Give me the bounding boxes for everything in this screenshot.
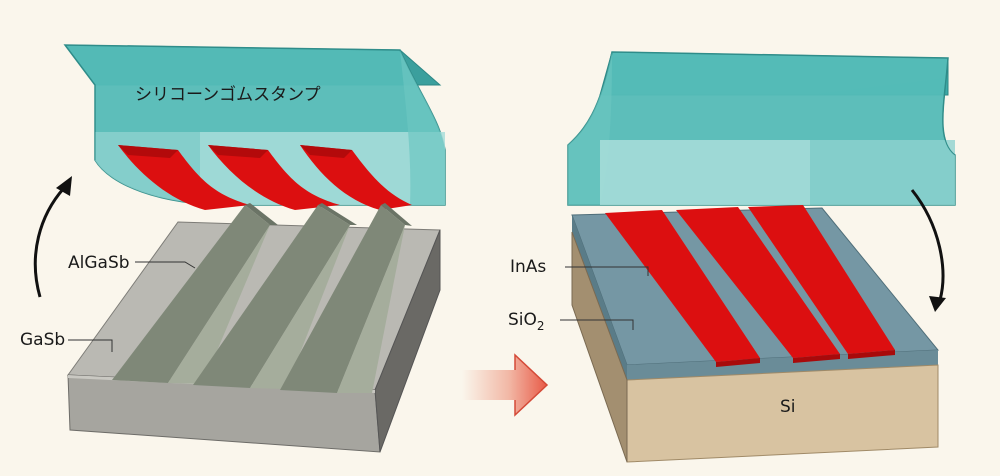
right-arrow-icon bbox=[462, 353, 549, 417]
algasb-leader bbox=[135, 261, 196, 269]
transferred-inas-strips bbox=[605, 205, 895, 367]
si-label: Si bbox=[780, 397, 796, 417]
inas-leader bbox=[565, 266, 649, 276]
curved-up-arrow-icon bbox=[33, 176, 72, 298]
peeled-inas-strips bbox=[118, 145, 412, 210]
right-stamp bbox=[567, 51, 956, 206]
algasb-label: AlGaSb bbox=[68, 253, 130, 273]
sio2-leader bbox=[560, 319, 634, 330]
curved-down-arrow-icon bbox=[910, 189, 946, 312]
inas-label: InAs bbox=[510, 257, 546, 277]
algasb-ridges bbox=[112, 203, 412, 393]
gasb-leader bbox=[68, 339, 113, 352]
stamp-label: シリコーンゴムスタンプ bbox=[135, 84, 321, 105]
gasb-label: GaSb bbox=[20, 330, 65, 350]
sio2-label: SiO2 bbox=[508, 310, 545, 333]
